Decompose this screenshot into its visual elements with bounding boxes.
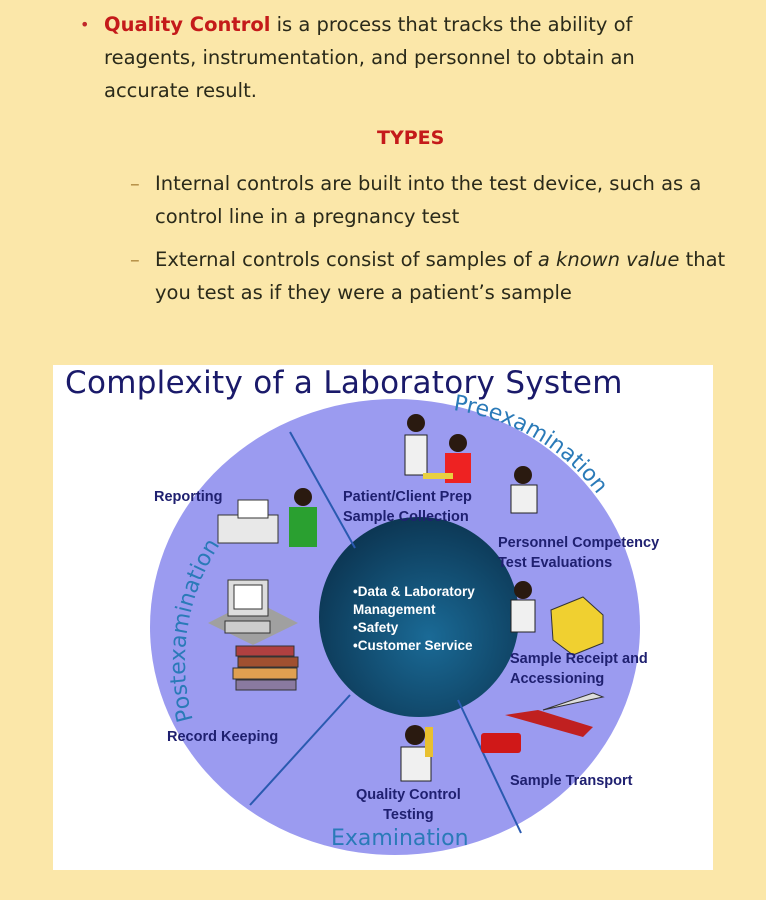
label-sample-transport: Sample Transport — [510, 773, 633, 789]
label-line: Sample Collection — [343, 509, 469, 525]
label-line: Test Evaluations — [498, 555, 613, 571]
sample-receipt-illustration — [510, 581, 604, 656]
center-item-data-management: •Data & Laboratory — [353, 584, 475, 599]
label-line: Accessioning — [510, 671, 605, 687]
label-line: Personnel Competency — [498, 535, 660, 551]
divider-line-exam-pre — [457, 699, 522, 834]
external-controls-text-end: that you test as if they were a patient’… — [155, 248, 726, 304]
internal-controls-text: Internal controls are built into the tes… — [155, 172, 702, 228]
label-personnel-competency: Personnel Competency Test Evaluations — [498, 533, 659, 573]
known-value-emphasis: a known value — [537, 248, 680, 271]
phase-examination: Examination — [331, 826, 469, 851]
label-sample-receipt: Sample Receipt and Accessioning — [510, 649, 648, 689]
bullet-icon: • — [80, 15, 90, 34]
divider-line-post-exam — [249, 694, 351, 806]
center-item-safety: •Safety — [353, 620, 399, 635]
center-item-customer-service: •Customer Service — [353, 638, 473, 653]
center-circle — [319, 517, 519, 717]
quality-control-definition: is a process that tracks the ability of … — [104, 13, 635, 102]
lab-technician-illustration — [510, 466, 538, 514]
diagram-title: Complexity of a Laboratory System — [65, 365, 623, 401]
quality-control-term: Quality Control — [104, 13, 271, 36]
transport-illustration — [481, 692, 605, 753]
label-line: Sample Receipt and — [510, 651, 648, 667]
reporting-fax-illustration — [217, 488, 317, 547]
label-patient-prep: Patient/Client Prep Sample Collection — [343, 487, 472, 527]
external-controls-text: External controls consist of samples of — [155, 248, 538, 271]
qc-testing-illustration — [400, 725, 433, 782]
phlebotomy-illustration — [404, 414, 471, 483]
diagram-graphic: Preexamination Postexamination Examinati… — [150, 391, 640, 855]
label-qc-testing: Quality Control Testing — [356, 785, 461, 825]
external-controls-item: – External controls consist of samples o… — [130, 243, 730, 309]
laboratory-system-diagram: Complexity of a Laboratory System Preexa… — [53, 365, 713, 870]
computer-illustration — [208, 579, 298, 645]
dash-icon: – — [130, 172, 140, 195]
center-item-management: Management — [353, 602, 436, 617]
types-heading: TYPES — [377, 127, 445, 149]
center-focus-areas: •Data & Laboratory Management •Safety •C… — [353, 583, 475, 655]
internal-controls-item: – Internal controls are built into the t… — [130, 167, 730, 233]
dash-icon: – — [130, 248, 140, 271]
label-record-keeping: Record Keeping — [167, 729, 279, 745]
divider-line-pre-post — [289, 431, 356, 549]
label-reporting: Reporting — [154, 489, 223, 505]
label-line: Quality Control — [356, 787, 461, 803]
record-books-illustration — [232, 645, 299, 691]
label-line: Patient/Client Prep — [343, 489, 472, 505]
label-line: Testing — [383, 807, 434, 823]
quality-control-bullet: • Quality Control is a process that trac… — [80, 8, 700, 107]
